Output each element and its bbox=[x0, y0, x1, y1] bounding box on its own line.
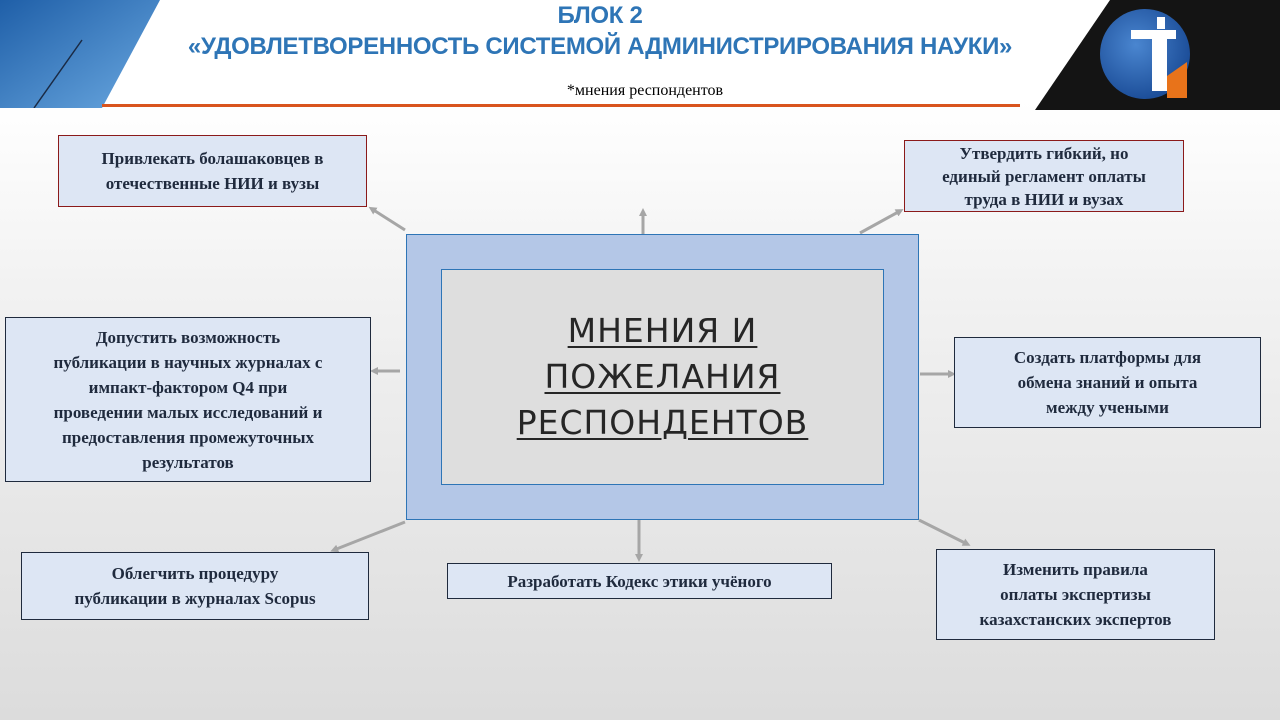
box-ethics-code-text: Разработать Кодекс этики учёного bbox=[507, 571, 772, 591]
box-q4-publications-text: Допустить возможность публикации в научн… bbox=[53, 327, 323, 472]
arrow-top-left bbox=[368, 206, 406, 232]
logo-block bbox=[1035, 0, 1280, 110]
survey-title: «УДОВЛЕТВОРЕННОСТЬ СИСТЕМОЙ АДМИНИСТРИРО… bbox=[187, 33, 1013, 60]
box-knowledge-platforms: Создать платформы для обмена знаний и оп… bbox=[954, 337, 1261, 428]
box-attract-bolashak-text: Привлекать болашаковцев в отечественные … bbox=[101, 149, 324, 193]
block-title: БЛОК 2 bbox=[557, 2, 643, 29]
box-pay-regulation-text: Утвердить гибкий, но единый регламент оп… bbox=[942, 143, 1146, 209]
arrow-top-right bbox=[859, 209, 904, 235]
box-scopus-procedure-text: Облегчить процедуру публикации в журнала… bbox=[74, 564, 316, 608]
box-q4-publications: Допустить возможность публикации в научн… bbox=[5, 317, 371, 482]
corner-decoration-left bbox=[0, 0, 160, 108]
box-knowledge-platforms-text: Создать платформы для обмена знаний и оп… bbox=[1013, 348, 1202, 417]
box-expertise-payment-text: Изменить правила оплаты экспертизы казах… bbox=[979, 560, 1172, 629]
arrow-bottom-right bbox=[918, 518, 971, 546]
arrow-bottom-left bbox=[330, 520, 406, 553]
box-expertise-payment: Изменить правила оплаты экспертизы казах… bbox=[936, 549, 1215, 640]
central-box: МНЕНИЯ И ПОЖЕЛАНИЯ РЕСПОНДЕНТОВ bbox=[441, 269, 884, 485]
subtitle-note: *мнения респондентов bbox=[566, 82, 724, 99]
central-label: МНЕНИЯ И ПОЖЕЛАНИЯ РЕСПОНДЕНТОВ bbox=[516, 311, 809, 442]
box-attract-bolashak: Привлекать болашаковцев в отечественные … bbox=[58, 135, 367, 207]
box-pay-regulation: Утвердить гибкий, но единый регламент оп… bbox=[904, 140, 1184, 212]
header-divider bbox=[102, 104, 1020, 107]
box-scopus-procedure: Облегчить процедуру публикации в журнала… bbox=[21, 552, 369, 620]
box-ethics-code: Разработать Кодекс этики учёного bbox=[447, 563, 832, 599]
institution-logo-icon bbox=[1100, 9, 1190, 99]
